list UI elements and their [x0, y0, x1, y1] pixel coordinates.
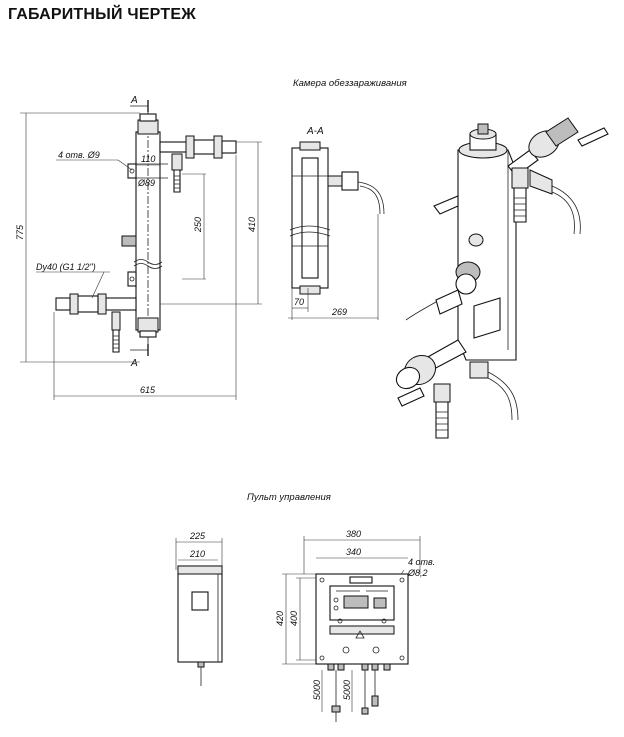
cable-length-2: 5000 [342, 680, 352, 700]
dim-615: 615 [140, 385, 156, 395]
dim-400: 400 [289, 611, 299, 626]
dim-340: 340 [346, 547, 361, 557]
dim-410: 410 [247, 217, 257, 232]
dim-110: 110 [141, 154, 155, 164]
dim-420: 420 [275, 611, 285, 626]
dim-225: 225 [189, 531, 206, 541]
chamber-front-view: А А [15, 95, 262, 400]
chamber-section-view: А-А 70 269 [288, 126, 385, 320]
connection-label: Dy40 (G1 1/2") [36, 262, 96, 272]
dim-210: 210 [189, 549, 205, 559]
section-label: А-А [306, 126, 324, 137]
cable-length-1: 5000 [312, 680, 322, 700]
dim-70: 70 [294, 297, 304, 307]
page-title: ГАБАРИТНЫЙ ЧЕРТЕЖ [8, 6, 196, 23]
chamber-3d-view [395, 117, 609, 439]
panel-front-view: 380 340 4 отв. Ø8,2 420 400 [275, 529, 435, 722]
section-mark-top: А [130, 95, 138, 106]
section-mark-bottom: А [130, 358, 138, 369]
panel-holes-label: 4 отв. [408, 557, 435, 567]
dim-380: 380 [346, 529, 361, 539]
panel-holes-diameter: Ø8,2 [407, 568, 428, 578]
dim-pipe-diameter: Ø89 [137, 178, 155, 188]
holes-label: 4 отв. Ø9 [58, 150, 100, 160]
dim-269: 269 [331, 307, 347, 317]
panel-side-view: 225 210 [175, 531, 223, 686]
chamber-caption: Камера обеззараживания [293, 78, 407, 89]
dim-250: 250 [193, 217, 203, 233]
dim-775: 775 [15, 224, 25, 240]
panel-caption: Пульт управления [247, 492, 331, 503]
